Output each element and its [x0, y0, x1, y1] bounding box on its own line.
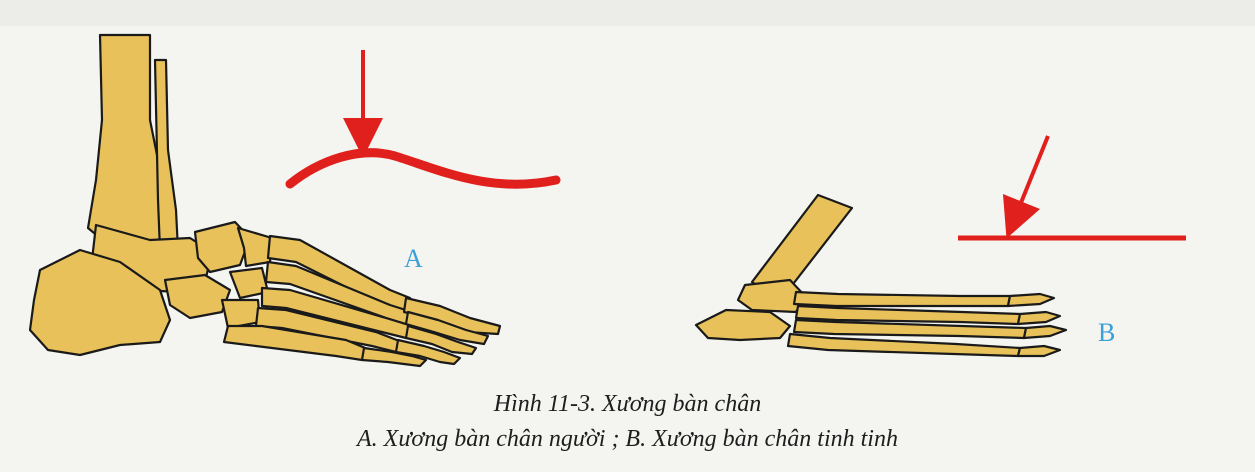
label-a: A: [404, 244, 423, 274]
flat-sole-arrow: [1014, 136, 1048, 220]
chimpanzee-arch-indicator: [958, 136, 1186, 238]
chimp-calcaneus-bone: [696, 310, 790, 340]
human-arch-indicator: [290, 50, 556, 184]
chimp-toe-tips-1: [1008, 294, 1054, 306]
cuneiform-bone-3: [222, 300, 260, 328]
cuneiform-bone-1: [238, 228, 272, 266]
human-foot-skeleton: [30, 35, 500, 366]
chimp-toe-tips-2: [1018, 312, 1060, 324]
fibula-bone: [155, 60, 178, 258]
cuboid-bone: [165, 275, 230, 318]
chimpanzee-foot-skeleton: [696, 195, 1066, 356]
chimp-toe-tips-3: [1024, 326, 1066, 338]
label-b: B: [1098, 318, 1115, 348]
figure-caption-legend: A. Xương bàn chân người ; B. Xương bàn c…: [0, 426, 1255, 453]
arch-curve-line: [290, 153, 556, 185]
chimp-toe-tips-4: [1018, 346, 1060, 356]
chimp-tibia-bone: [752, 195, 852, 294]
chimp-metatarsal-1: [794, 292, 1010, 306]
figure-caption-title: Hình 11-3. Xương bàn chân: [0, 391, 1255, 418]
